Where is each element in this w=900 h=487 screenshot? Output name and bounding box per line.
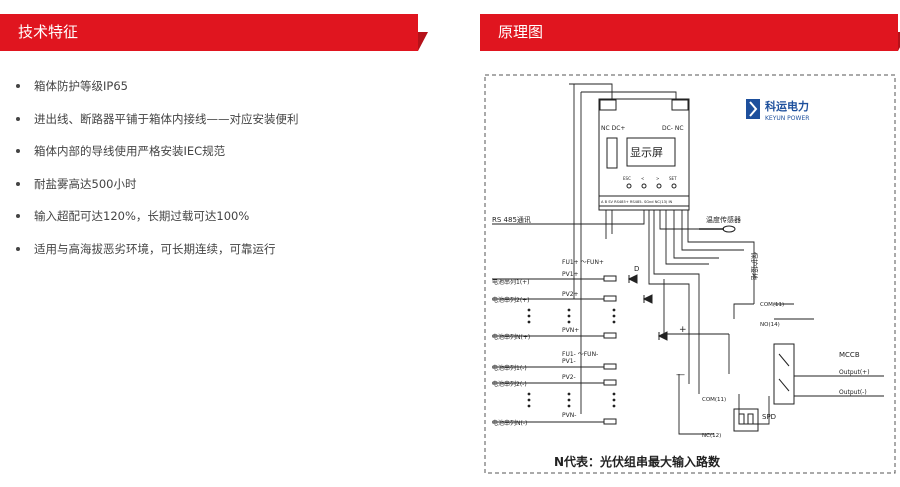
string-pos-n: 电池串列N(+) [492, 333, 530, 341]
minus-label: — [676, 370, 685, 380]
feature-item: 耐盐雾高达500小时 [14, 176, 299, 209]
feature-list: 箱体防护等级IP65 进出线、断路器平铺于箱体内接线——对应安装便利 箱体内部的… [14, 78, 299, 273]
com11-top-label: COM(11) [760, 302, 784, 308]
string-neg-2: 电池串列2(-) [492, 380, 527, 388]
fuse-pos-label: FU1+ ～FUN+ [562, 259, 604, 266]
protect-ground-label: 保护接地 [750, 252, 759, 280]
pv-pos-n: PVN+ [562, 327, 579, 334]
feature-item: 箱体内部的导线使用严格安装IEC规范 [14, 143, 299, 176]
spd-device [733, 408, 759, 432]
brand-name-en: KEYUN POWER [765, 115, 809, 122]
temperature-sensor [699, 225, 736, 233]
fuses [603, 275, 617, 425]
nc12-label: NC(12) [702, 433, 721, 439]
btn-right-label: > [656, 176, 659, 181]
pv-pos-1: PV1+ [562, 271, 579, 278]
btn-esc-label: ESC [623, 176, 631, 181]
ellipsis-dots [527, 308, 616, 408]
mccb-label: MCCB [839, 351, 860, 359]
tab-schematic[interactable]: 原理图 [480, 14, 900, 51]
nc-dc-plus-label: NC DC+ [601, 125, 625, 132]
output-pos-label: Output(+) [839, 369, 870, 376]
display-screen [626, 137, 676, 167]
feature-item: 箱体防护等级IP65 [14, 78, 299, 111]
output-neg-label: Output(-) [839, 389, 867, 396]
feature-item: 输入超配可达120%，长期过载可达100% [14, 208, 299, 241]
schematic-diagram: 科运电力 KEYUN POWER NC DC+ DC- NC 显示屏 ESC <… [484, 74, 896, 474]
pv-neg-n: PVN- [562, 412, 576, 419]
diodes [627, 274, 668, 341]
string-neg-1: 电池串列1(-) [492, 364, 527, 372]
btn-left-label: < [641, 176, 644, 181]
spd-label: SPD [762, 413, 776, 421]
string-pos-1: 电池串列1(+) [492, 278, 530, 286]
btn-set-label: SET [669, 176, 677, 181]
brand-logo: 科运电力 KEYUN POWER [746, 99, 809, 122]
tab-technical-features[interactable]: 技术特征 [0, 14, 428, 51]
string-neg-n: 电池串列N(-) [492, 419, 527, 427]
fuse-neg-label: FU1- ～FUN- [562, 351, 598, 358]
pv-neg-2: PV2- [562, 374, 576, 381]
no14-label: NO(14) [760, 322, 780, 328]
display-label: 显示屏 [630, 146, 663, 159]
controller-module [598, 98, 690, 211]
pv-pos-2: PV2+ [562, 291, 579, 298]
diagram-caption: N代表：光伏组串最大输入路数 [554, 454, 721, 469]
diagram-frame [484, 74, 896, 474]
feature-item: 进出线、断路器平铺于箱体内接线——对应安装便利 [14, 111, 299, 144]
mccb-breaker [773, 343, 795, 405]
string-pos-2: 电池串列2(+) [492, 296, 530, 304]
tab-schematic-label: 原理图 [498, 23, 544, 41]
tab-technical-features-label: 技术特征 [18, 23, 79, 41]
wiring [492, 83, 884, 435]
terminal-strip-label: A B SV RS485+ RS485- SGnd NC(13) IN [601, 200, 673, 204]
pv-neg-1: PV1- [562, 358, 576, 365]
diode-label: D [634, 265, 639, 273]
com11-bottom-label: COM(11) [702, 397, 726, 403]
plus-label: + [679, 325, 687, 335]
brand-name-cn: 科运电力 [765, 99, 809, 113]
temp-sensor-label: 温度传感器 [706, 215, 741, 224]
dc-minus-nc-label: DC- NC [662, 125, 684, 132]
rs485-label: RS 485通讯 [492, 215, 531, 224]
feature-item: 适用与高海拔恶劣环境，可长期连续，可靠运行 [14, 241, 299, 274]
